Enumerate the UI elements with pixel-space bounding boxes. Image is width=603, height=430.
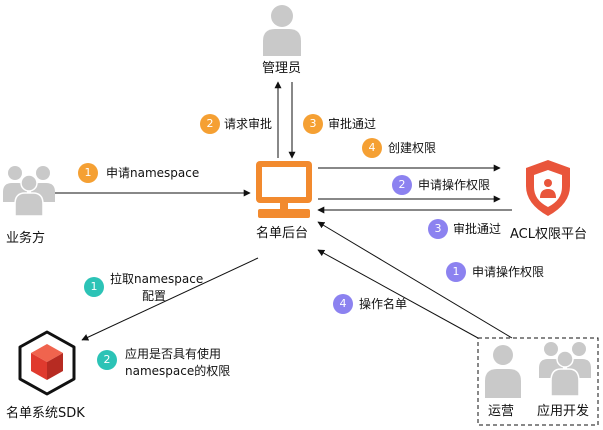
node-label-business: 业务方	[6, 231, 46, 246]
arrow-backend-to-sdk	[81, 257, 259, 341]
step-label-admin-approved: 审批通过	[328, 117, 377, 131]
step-label-sdk-check-line2: namespace的权限	[125, 364, 231, 378]
ops-dev-group-box	[477, 337, 599, 426]
step-badge-dev-apply: 1	[446, 262, 466, 282]
person-icon-ops	[485, 345, 521, 398]
node-label-sdk: 名单系统SDK	[6, 406, 85, 421]
arrow-dev-to-backend	[317, 221, 513, 339]
step-label-acl-apply: 申请操作权限	[418, 178, 491, 192]
step-badge-request-approval: 2	[200, 114, 220, 134]
node-label-backend: 名单后台	[256, 226, 309, 241]
step-badge-sdk-fetch: 1	[84, 277, 104, 297]
connectors	[46, 81, 513, 341]
step-label-request-approval: 请求审批	[224, 117, 273, 131]
node-label-admin: 管理员	[262, 61, 302, 76]
step-label-apply-namespace: 申请namespace	[106, 166, 200, 180]
step-label-sdk-fetch-line1: 拉取namespace	[110, 272, 204, 286]
step-label-operate-list: 操作名单	[359, 297, 408, 311]
step-label-sdk-check-line1: 应用是否具有使用	[125, 347, 222, 361]
node-label-ops: 运营	[488, 404, 515, 419]
node-label-appdev: 应用开发	[537, 404, 590, 419]
arrow-ops-to-backend	[317, 249, 479, 339]
step-badge-apply-namespace: 1	[78, 163, 98, 183]
step-badge-create-permission: 4	[362, 138, 382, 158]
computer-icon-backend	[256, 161, 312, 218]
node-label-acl: ACL权限平台	[510, 227, 587, 242]
shield-icon-acl	[526, 160, 570, 216]
cube-icon-sdk	[18, 330, 76, 396]
user-group-icon-business	[3, 166, 55, 217]
step-badge-acl-apply: 2	[392, 175, 412, 195]
step-badge-acl-approved: 3	[428, 219, 448, 239]
user-group-icon-appdev	[539, 342, 591, 397]
step-label-dev-apply: 申请操作权限	[472, 265, 545, 279]
person-icon-admin	[263, 5, 301, 56]
step-label-acl-approved: 审批通过	[453, 222, 502, 236]
step-badge-operate-list: 4	[333, 294, 353, 314]
step-badge-sdk-check: 2	[97, 350, 117, 370]
step-badge-admin-approved: 3	[303, 114, 323, 134]
step-label-sdk-fetch-line2: 配置	[142, 289, 167, 303]
step-label-create-permission: 创建权限	[388, 141, 437, 155]
